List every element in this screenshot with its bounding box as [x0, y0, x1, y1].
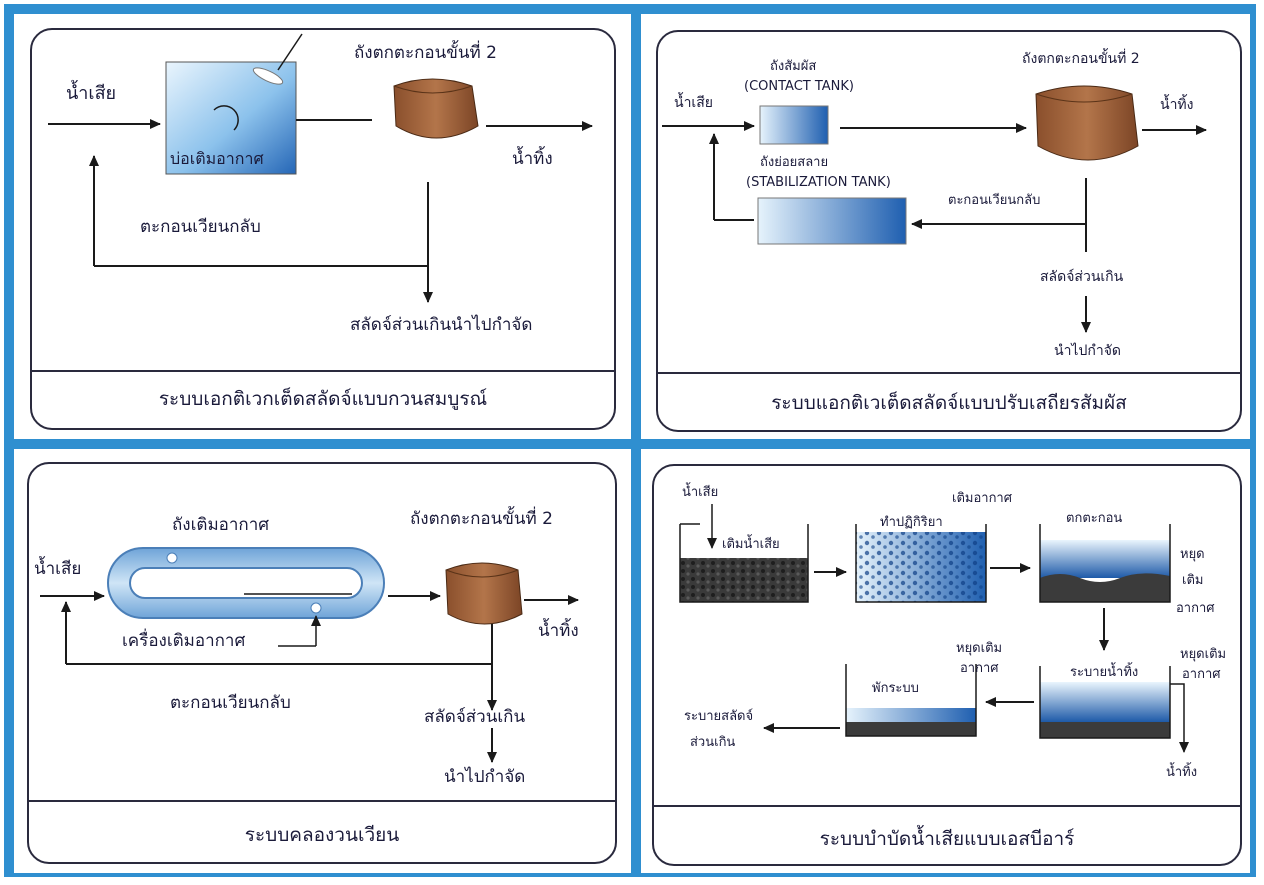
p4-waste-sludge-b: ส่วนเกิน [690, 735, 736, 750]
p2-excess-sludge-label: สลัดจ์ส่วนเกิน [1040, 269, 1124, 285]
p3-return-sludge-label: ตะกอนเวียนกลับ [170, 693, 291, 713]
p3-wastewater-in-label: น้ำเสีย [34, 559, 82, 579]
p3-aerator-label: เครื่องเติมอากาศ [122, 631, 246, 651]
panel2-graphics [662, 85, 1207, 333]
p3-excess-sludge-label: สลัดจ์ส่วนเกิน [424, 707, 526, 727]
p4-stop-aeration-3b: อากาศ [960, 661, 999, 676]
p4-fill-label: เติมน้ำเสีย [722, 537, 780, 552]
panel-complete-mix-divider [32, 370, 614, 372]
p1-effluent-label: น้ำทิ้ง [512, 149, 553, 169]
p3-aeration-tank-label: ถังเติมอากาศ [172, 515, 270, 535]
p3-caption: ระบบคลองวนเวียน [244, 824, 400, 846]
p4-stop-aeration-2a: หยุดเติม [1180, 647, 1227, 662]
p3-effluent-label: น้ำทิ้ง [538, 621, 579, 641]
p4-aerate-label: เติมอากาศ [952, 491, 1012, 506]
p4-stop-aeration-1b: เติม [1182, 573, 1204, 588]
p4-stop-aeration-1c: อากาศ [1176, 601, 1215, 616]
panel-oxidation-ditch-divider [29, 800, 615, 802]
panel-contact-stabilization-card [656, 30, 1242, 432]
p2-contact-tank-en: (CONTACT TANK) [744, 79, 854, 94]
p3-disposal-label: นำไปกำจัด [444, 767, 526, 787]
p2-wastewater-in-label: น้ำเสีย [674, 95, 713, 111]
p1-wastewater-in-label: น้ำเสีย [66, 83, 117, 104]
p1-clarifier-label: ถังตกตะกอนขั้นที่ 2 [354, 43, 497, 63]
p4-caption: ระบบบำบัดน้ำเสียแบบเอสบีอาร์ [819, 828, 1075, 850]
p4-settle-label: ตกตะกอน [1066, 511, 1123, 526]
p1-return-sludge-label: ตะกอนเวียนกลับ [140, 217, 261, 237]
panel3-graphics [40, 547, 579, 763]
p4-idle-label: พักระบบ [872, 681, 919, 696]
panel-complete-mix-card [30, 28, 616, 430]
p2-contact-tank-th: ถังสัมผัส [770, 59, 817, 74]
p2-stabilization-en: (STABILIZATION TANK) [746, 175, 891, 190]
panel1-graphics [48, 33, 593, 303]
p2-effluent-label: น้ำทิ้ง [1160, 97, 1194, 113]
p4-decant-label: ระบายน้ำทิ้ง [1070, 665, 1139, 680]
p4-effluent-label: น้ำทิ้ง [1166, 765, 1198, 780]
p4-wastewater-in-label: น้ำเสีย [682, 485, 719, 500]
p2-stabilization-th: ถังย่อยสลาย [760, 155, 829, 170]
p4-stop-aeration-1a: หยุด [1180, 547, 1205, 562]
panel-sbr-divider [654, 805, 1240, 807]
panel-contact-stabilization-divider [658, 372, 1240, 374]
p2-caption: ระบบแอกติเวเต็ดสลัดจ์แบบปรับเสถียรสัมผัส [771, 392, 1127, 414]
p1-caption: ระบบเอกติเวกเต็ดสลัดจ์แบบกวนสมบูรณ์ [158, 388, 488, 410]
p2-return-sludge-label: ตะกอนเวียนกลับ [948, 193, 1041, 208]
panel4-graphics [679, 504, 1189, 753]
p4-stop-aeration-3a: หยุดเติม [956, 641, 1003, 656]
p1-aeration-tank-label: บ่อเติมอากาศ [170, 149, 264, 168]
p4-react-label: ทำปฏิกิริยา [880, 515, 943, 530]
panel-sbr-card [652, 464, 1242, 866]
p4-waste-sludge-a: ระบายสลัดจ์ [684, 709, 754, 724]
p3-clarifier-label: ถังตกตะกอนขั้นที่ 2 [410, 509, 553, 529]
p1-excess-sludge-label: สลัดจ์ส่วนเกินนำไปกำจัด [350, 315, 533, 335]
p2-disposal-label: นำไปกำจัด [1054, 343, 1121, 359]
p4-stop-aeration-2b: อากาศ [1182, 667, 1221, 682]
p2-clarifier-label: ถังตกตะกอนขั้นที่ 2 [1022, 51, 1140, 67]
